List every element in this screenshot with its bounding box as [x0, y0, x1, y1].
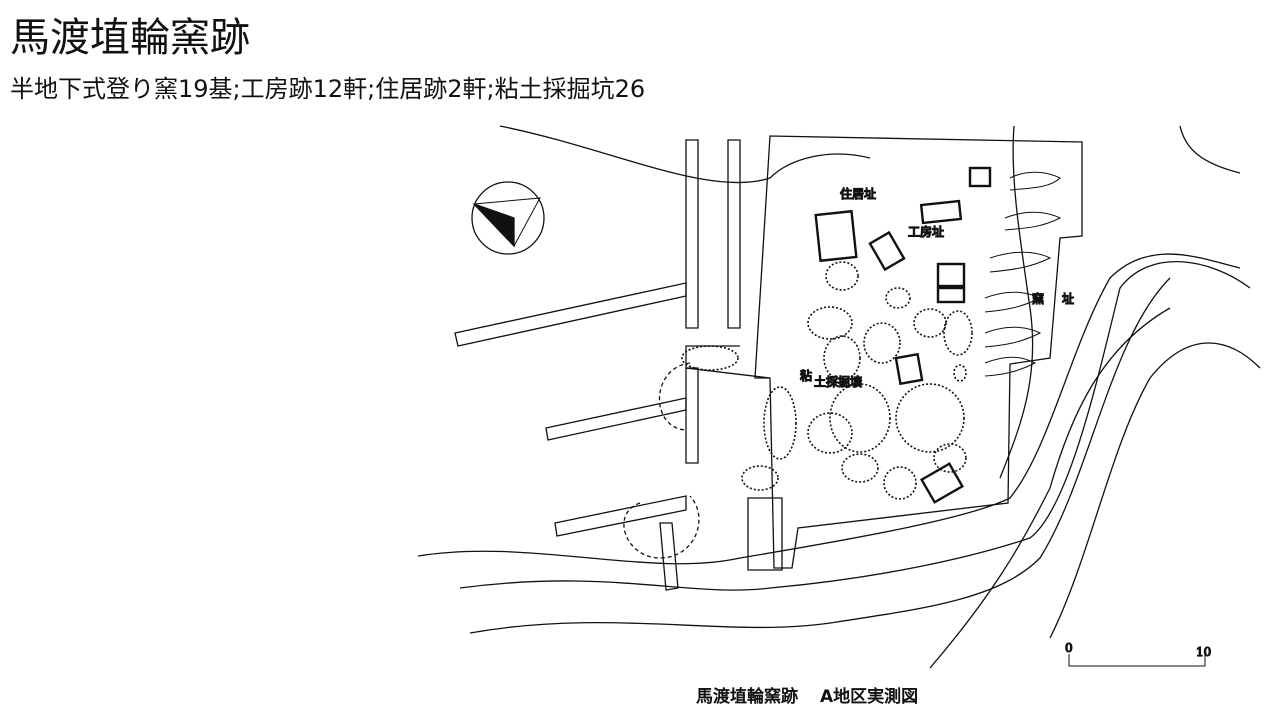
label-dwelling: 住居址 [840, 187, 876, 201]
label-kiln-1: 窯 [1032, 291, 1044, 306]
label-workshop: 工房址 [908, 224, 944, 239]
label-kiln-2: 址 [1062, 292, 1074, 306]
scale-bar: 0 10 [1064, 640, 1212, 667]
caption-site: 馬渡埴輪窯跡 [696, 687, 798, 707]
site-survey-map: 住居址 工房址 窯 址 粘 土採掘壙 0 10 [417, 125, 1261, 669]
slide-title: 馬渡埴輪窯跡 [10, 15, 250, 61]
scale-end: 10 [1196, 645, 1211, 659]
scale-start: 0 [1065, 641, 1073, 655]
north-arrow-icon [471, 181, 545, 255]
map-caption: 馬渡埴輪窯跡 A地区実測図 [696, 682, 918, 707]
caption-area: A地区実測図 [820, 687, 919, 707]
label-clay-2: 土採掘壙 [814, 374, 862, 389]
slide-subtitle: 半地下式登り窯19基;工房跡12軒;住居跡2軒;粘土採掘坑26 [10, 75, 646, 103]
label-clay-1: 粘 [800, 368, 812, 383]
